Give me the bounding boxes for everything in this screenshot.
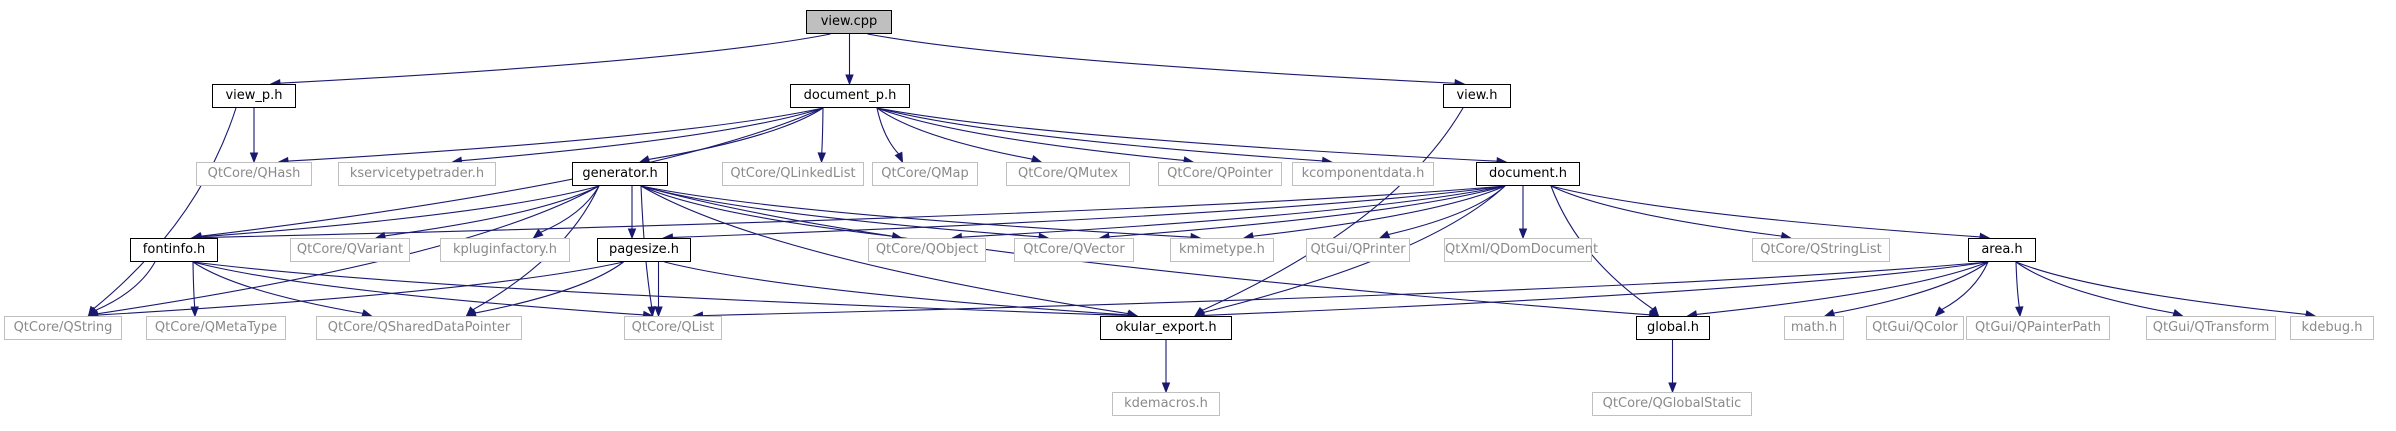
edge-fontinfo_h-to-okular_export_h	[192, 261, 1129, 317]
node-kservicetypetrader-h[interactable]: kservicetypetrader.h	[338, 162, 496, 186]
node-view-p-h[interactable]: view_p.h	[212, 84, 296, 108]
edge-view_p_h-to-qstring	[93, 107, 237, 310]
edge-document_p_h-to-qmap	[876, 107, 900, 155]
node-qmap[interactable]: QtCore/QMap	[872, 162, 978, 186]
edge-pagesize_h-to-okular_export_h	[664, 261, 1129, 316]
node-generator-h[interactable]: generator.h	[572, 162, 668, 186]
node-qshareddatapointer[interactable]: QtCore/QSharedDataPointer	[316, 316, 522, 340]
node-kdemacros-h[interactable]: kdemacros.h	[1112, 392, 1220, 416]
arrowhead-generator_h-to-kpluginfactory_h	[532, 228, 544, 239]
edge-document_p_h-to-document_h	[876, 107, 1498, 162]
edge-document_h-to-qstringlist	[1550, 185, 1782, 237]
edge-document_h-to-fontinfo_h	[200, 185, 1506, 239]
edge-generator_h-to-fontinfo_h	[200, 185, 600, 238]
node-global-h[interactable]: global.h	[1636, 316, 1710, 340]
node-qmetatype[interactable]: QtCore/QMetaType	[146, 316, 286, 340]
node-view-cpp[interactable]: view.cpp	[806, 10, 892, 34]
node-qlist[interactable]: QtCore/QList	[624, 316, 722, 340]
arrowhead-document_h-to-qprinter	[1378, 230, 1391, 239]
arrowhead-document_h-to-qdomdocument	[1518, 228, 1528, 240]
node-math-h[interactable]: math.h	[1784, 316, 1844, 340]
node-qvariant[interactable]: QtCore/QVariant	[290, 238, 410, 262]
edge-document_h-to-kmimetype_h	[1252, 185, 1506, 237]
edge-area_h-to-global_h	[1696, 261, 1989, 315]
edge-fontinfo_h-to-qlist	[192, 261, 644, 316]
node-pagesize-h[interactable]: pagesize.h	[597, 238, 691, 262]
edge-view_h-to-okular_export_h	[1201, 107, 1464, 311]
edge-document_p_h-to-qpointer	[876, 107, 1185, 162]
arrowhead-pagesize_h-to-qlist	[654, 306, 663, 318]
node-kdebug-h[interactable]: kdebug.h	[2290, 316, 2374, 340]
edge-fontinfo_h-to-qstring	[95, 261, 156, 311]
node-okular-export-h[interactable]: okular_export.h	[1100, 316, 1232, 340]
edge-fontinfo_h-to-qmetatype	[192, 261, 196, 308]
edge-pagesize_h-to-qstring	[97, 261, 624, 316]
arrowhead-generator_h-to-qlist	[647, 306, 656, 318]
edge-document_h-to-qobject	[961, 185, 1506, 238]
node-qpainterpath[interactable]: QtGui/QPainterPath	[1966, 316, 2110, 340]
node-document-h[interactable]: document.h	[1476, 162, 1580, 186]
node-qmutex[interactable]: QtCore/QMutex	[1006, 162, 1130, 186]
node-kmimetype-h[interactable]: kmimetype.h	[1170, 238, 1274, 262]
edge-generator_h-to-kmimetype_h	[640, 185, 1192, 238]
node-qlinkedlist[interactable]: QtCore/QLinkedList	[722, 162, 864, 186]
edge-generator_h-to-qvariant	[384, 185, 600, 237]
edge-area_h-to-math_h	[1833, 261, 1989, 314]
edge-document_p_h-to-qhash	[287, 107, 824, 162]
node-qtransform[interactable]: QtGui/QTransform	[2146, 316, 2276, 340]
node-qstringlist[interactable]: QtCore/QStringList	[1752, 238, 1890, 262]
arrowhead-view_p_h-to-qhash	[249, 152, 259, 164]
edge-area_h-to-okular_export_h	[1203, 261, 1989, 316]
node-qpointer[interactable]: QtCore/QPointer	[1158, 162, 1282, 186]
edge-document_h-to-qvector	[1108, 185, 1506, 238]
node-qdomdocument[interactable]: QtXml/QDomDocument	[1444, 238, 1598, 262]
edge-document_p_h-to-qlinkedlist	[821, 107, 824, 154]
arrowhead-document_p_h-to-qlinkedlist	[817, 152, 826, 164]
edge-document_h-to-area_h	[1550, 185, 1981, 238]
node-view-h[interactable]: view.h	[1443, 84, 1511, 108]
edge-document_p_h-to-kcomponentdata_h	[876, 107, 1323, 162]
node-qglobalstatic[interactable]: QtCore/QGlobalStatic	[1592, 392, 1752, 416]
node-qhash[interactable]: QtCore/QHash	[196, 162, 312, 186]
edge-generator_h-to-okular_export_h	[640, 185, 1129, 315]
edge-area_h-to-qpainterpath	[2015, 261, 2020, 308]
edge-fontinfo_h-to-qshareddatapointer	[192, 261, 363, 314]
edge-document_p_h-to-qmutex	[876, 107, 1033, 160]
node-qcolor[interactable]: QtGui/QColor	[1866, 316, 1964, 340]
arrowhead-area_h-to-qcolor	[1934, 306, 1946, 317]
edge-view_cpp-to-view_p_h	[279, 33, 831, 84]
edge-document_p_h-to-generator_h	[648, 107, 824, 160]
node-document-p-h[interactable]: document_p.h	[790, 84, 910, 108]
node-qprinter[interactable]: QtGui/QPrinter	[1306, 238, 1410, 262]
arrowhead-document_p_h-to-qmap	[894, 151, 904, 164]
edge-area_h-to-qtransform	[2015, 261, 2175, 314]
arrowhead-document_h-to-global_h	[1649, 305, 1660, 318]
edge-area_h-to-qcolor	[1941, 261, 1989, 311]
edge-document_h-to-pagesize_h	[672, 185, 1506, 238]
edge-generator_h-to-qobject	[640, 185, 893, 237]
edge-pagesize_h-to-qshareddatapointer	[474, 261, 624, 314]
arrowhead-generator_h-to-pagesize_h	[627, 228, 637, 240]
arrowhead-okular_export_h-to-kdemacros_h	[1161, 382, 1171, 394]
node-kpluginfactory-h[interactable]: kpluginfactory.h	[440, 238, 570, 262]
edge-area_h-to-kdebug_h	[2015, 261, 2307, 315]
arrowhead-view_cpp-to-document_p_h	[845, 74, 854, 86]
node-fontinfo-h[interactable]: fontinfo.h	[130, 238, 218, 262]
node-area-h[interactable]: area.h	[1968, 238, 2036, 262]
edge-view_cpp-to-view_h	[867, 33, 1456, 84]
edge-area_h-to-qlist	[702, 261, 1989, 317]
node-kcomponentdata-h[interactable]: kcomponentdata.h	[1292, 162, 1434, 186]
node-qobject[interactable]: QtCore/QObject	[868, 238, 986, 262]
arrowhead-area_h-to-qpainterpath	[2015, 306, 2024, 318]
edge-generator_h-to-qvector	[640, 185, 1040, 238]
node-qvector[interactable]: QtCore/QVector	[1014, 238, 1134, 262]
arrowhead-global_h-to-qglobalstatic	[1668, 382, 1677, 394]
edge-document_p_h-to-kservicetypetrader_h	[461, 107, 824, 162]
node-qstring[interactable]: QtCore/QString	[4, 316, 122, 340]
